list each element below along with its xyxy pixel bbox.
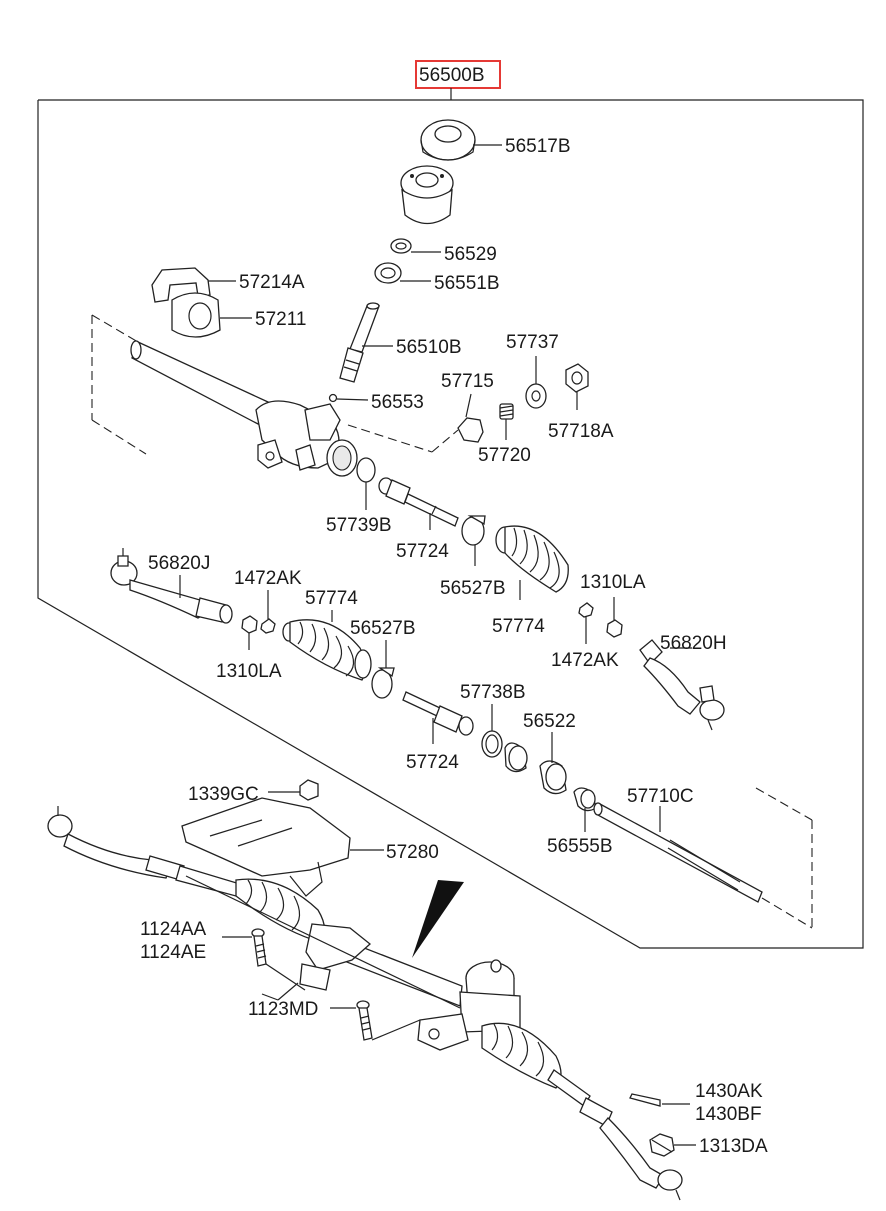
label-57739B[interactable]: 57739B bbox=[326, 515, 392, 536]
label-56522[interactable]: 56522 bbox=[523, 711, 576, 732]
label-1124AA[interactable]: 1124AA bbox=[140, 919, 207, 940]
nut-1310LA-left bbox=[241, 615, 258, 634]
label-57724-upper[interactable]: 57724 bbox=[396, 541, 449, 562]
label-57715[interactable]: 57715 bbox=[441, 371, 494, 392]
washer-1472AK-left bbox=[260, 618, 276, 634]
label-57710C[interactable]: 57710C bbox=[627, 786, 694, 807]
main-part-number[interactable]: 56500B bbox=[419, 65, 485, 86]
spring-57720 bbox=[499, 403, 514, 420]
cover-cap bbox=[420, 119, 476, 161]
bushing-57211 bbox=[171, 292, 221, 338]
label-56529[interactable]: 56529 bbox=[444, 244, 497, 265]
label-1430BF[interactable]: 1430BF bbox=[695, 1104, 762, 1125]
pinion-shaft bbox=[339, 302, 380, 383]
main-part-highlight[interactable] bbox=[415, 60, 501, 89]
bolt-1124AA bbox=[251, 928, 267, 967]
label-57724-lower[interactable]: 57724 bbox=[406, 752, 459, 773]
washer-56529 bbox=[390, 238, 412, 254]
label-56527B-upper[interactable]: 56527B bbox=[440, 578, 506, 599]
label-57214A[interactable]: 57214A bbox=[239, 272, 305, 293]
label-1472AK-left[interactable]: 1472AK bbox=[234, 568, 302, 589]
label-57774-upper[interactable]: 57774 bbox=[492, 616, 545, 637]
label-57737[interactable]: 57737 bbox=[506, 332, 559, 353]
locknut-57718A bbox=[565, 363, 589, 393]
cotter-pin-1430AK bbox=[629, 1093, 661, 1107]
label-1310LA-right[interactable]: 1310LA bbox=[580, 572, 646, 593]
washer-1472AK-right bbox=[578, 602, 594, 618]
label-57280[interactable]: 57280 bbox=[386, 842, 439, 863]
inner-tie-rod-upper bbox=[378, 477, 459, 527]
assembled-steering-gear bbox=[47, 806, 683, 1201]
rack-bar bbox=[593, 787, 813, 929]
seal-56551B bbox=[374, 262, 402, 284]
label-57720[interactable]: 57720 bbox=[478, 445, 531, 466]
label-57718A[interactable]: 57718A bbox=[548, 421, 614, 442]
castle-nut-1313DA bbox=[649, 1133, 675, 1157]
label-1310LA-left[interactable]: 1310LA bbox=[216, 661, 282, 682]
label-56527B-left[interactable]: 56527B bbox=[350, 618, 416, 639]
label-1472AK-right[interactable]: 1472AK bbox=[551, 650, 619, 671]
label-57211[interactable]: 57211 bbox=[255, 309, 306, 330]
label-57774-left[interactable]: 57774 bbox=[305, 588, 358, 609]
label-1124AE[interactable]: 1124AE bbox=[140, 942, 206, 963]
label-56820H[interactable]: 56820H bbox=[660, 633, 727, 654]
nut-1310LA-right bbox=[606, 619, 623, 638]
ball-56553 bbox=[328, 393, 338, 403]
pinion-housing-cap bbox=[400, 165, 454, 225]
nut-1339GC bbox=[299, 779, 319, 801]
label-1430AK[interactable]: 1430AK bbox=[695, 1081, 763, 1102]
bolt-1123MD bbox=[356, 1000, 373, 1041]
label-1123MD[interactable]: 1123MD bbox=[248, 999, 318, 1020]
label-57738B[interactable]: 57738B bbox=[460, 682, 526, 703]
label-56555B[interactable]: 56555B bbox=[547, 836, 613, 857]
label-1339GC[interactable]: 1339GC bbox=[188, 784, 259, 805]
nut-57737 bbox=[525, 383, 547, 409]
label-1313DA[interactable]: 1313DA bbox=[699, 1136, 768, 1157]
yoke-57715 bbox=[457, 417, 484, 443]
label-56517B[interactable]: 56517B bbox=[505, 136, 571, 157]
boot-57774-left bbox=[282, 619, 372, 681]
label-56820J[interactable]: 56820J bbox=[148, 553, 210, 574]
label-56551B[interactable]: 56551B bbox=[434, 273, 500, 294]
gear-housing bbox=[91, 314, 358, 477]
label-56510B[interactable]: 56510B bbox=[396, 337, 462, 358]
inner-tie-rod-lower bbox=[402, 691, 474, 736]
tie-rod-end-right bbox=[639, 639, 725, 731]
direction-arrow bbox=[412, 880, 464, 958]
heat-shield-57280 bbox=[181, 797, 351, 897]
assembly-outline bbox=[37, 99, 864, 949]
label-56553[interactable]: 56553 bbox=[371, 392, 424, 413]
boot-57774-upper bbox=[495, 525, 569, 593]
ring-57739B bbox=[356, 457, 376, 483]
tie-rod-end-left bbox=[110, 548, 233, 624]
